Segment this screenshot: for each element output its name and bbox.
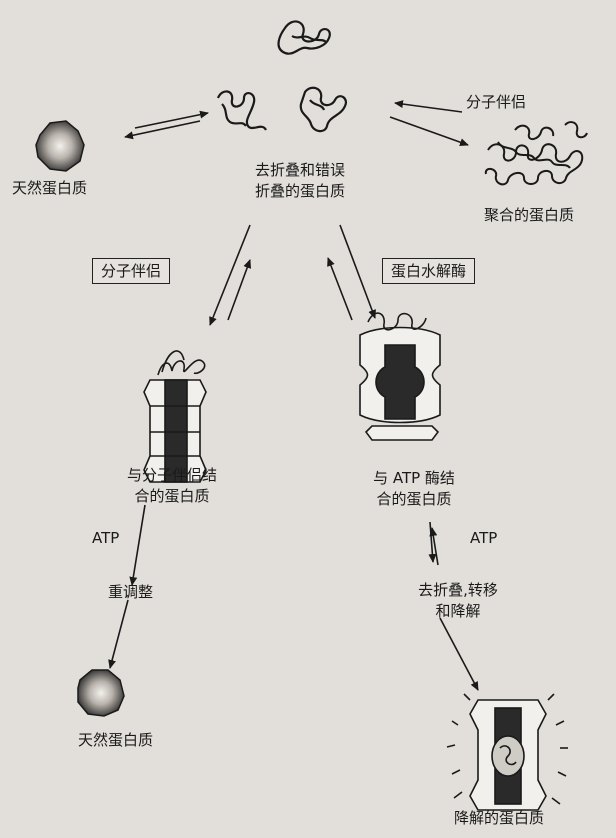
native-protein-label-top: 天然蛋白质 [12,179,88,197]
misfolded-protein-label: 去折叠和错误 折叠的蛋白质 [254,161,345,200]
atp-right-label: ATP [470,529,498,547]
chaperone-label-top: 分子伴侣 [466,93,527,111]
chaperone-box-label: 分子伴侣 [92,258,171,284]
native-protein-bottom [77,669,125,717]
reaction-arrows [108,100,479,691]
protease-box-label: 蛋白水解酶 [382,258,476,284]
protease-complex [359,312,441,441]
atp-left-label: ATP [92,529,120,547]
atpase-bound-label: 与 ATP 酶结 合的蛋白质 [373,469,455,508]
degraded-protein-complex [446,693,568,811]
degraded-protein-label: 降解的蛋白质 [454,809,545,827]
native-protein-label-bottom: 天然蛋白质 [78,731,154,749]
aggregated-protein [484,121,588,186]
readjust-label: 重调整 [108,583,154,601]
unfold-transfer-degrade-label: 去折叠,转移 和降解 [418,581,498,620]
chaperone-barrel [143,350,207,483]
chaperone-bound-label: 与分子伴侣结 合的蛋白质 [126,466,217,505]
native-protein-top [35,120,85,172]
aggregated-protein-label: 聚合的蛋白质 [484,206,575,224]
misfolded-protein-coils [216,20,347,133]
